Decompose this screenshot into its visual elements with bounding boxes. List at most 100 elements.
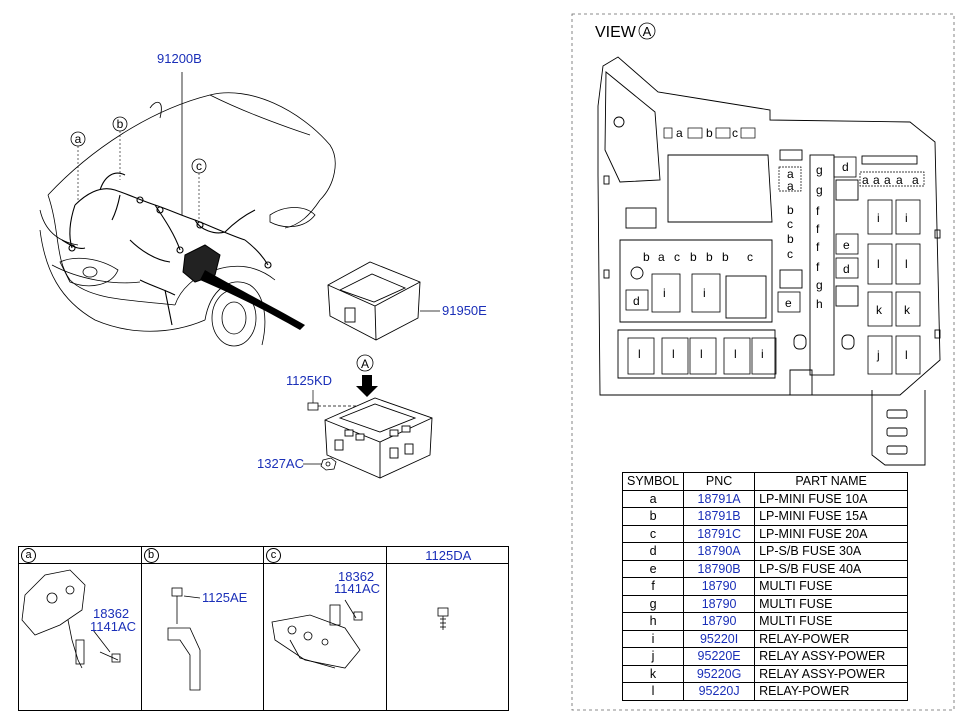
fuse-d-0: d (842, 160, 849, 174)
cover-part-number: 91950E (442, 303, 487, 318)
detail-table-body (18, 563, 509, 711)
detail-table-header: a b c 1125DA (18, 546, 509, 564)
fuse-top-a: a (676, 126, 683, 140)
row-part-name: LP-S/B FUSE 40A (754, 559, 909, 578)
row-symbol: f (621, 577, 685, 596)
detail-c-circle: c (266, 547, 281, 563)
row-pnc[interactable]: 18790A (683, 542, 756, 561)
rt-a-0: a (862, 173, 869, 187)
row-symbol: d (621, 542, 685, 561)
multi-fuse-column: g g f f f f g h (816, 163, 823, 311)
row-symbol: a (621, 489, 685, 508)
detail-header-a: a (18, 546, 142, 564)
parts-table-header: SYMBOL PNC PART NAME (621, 472, 909, 491)
row-pnc[interactable]: 18790B (683, 559, 756, 578)
harness-part-number: 91200B (157, 51, 202, 66)
small-fuse-1: a (658, 250, 665, 264)
relay-l-1: l (672, 347, 675, 361)
row-part-name: LP-S/B FUSE 30A (754, 542, 909, 561)
fuse-d-2: d (633, 294, 640, 308)
row-part-name: MULTI FUSE (754, 577, 909, 596)
detail-header-c: c (263, 546, 387, 564)
callout-b: b (112, 116, 128, 180)
row-symbol: i (621, 629, 685, 648)
small-fuse-2: c (674, 250, 680, 264)
view-a-circle (638, 22, 656, 40)
row-pnc[interactable]: 95220I (683, 629, 756, 648)
small-fuse-0: b (643, 250, 650, 264)
relay-l-5: l (905, 257, 908, 271)
rt-a-3: a (896, 173, 903, 187)
pointer-sweep (200, 270, 305, 330)
detail-1125da-label: 1125DA (425, 547, 472, 563)
slot-stack: a a b c b c (778, 166, 802, 261)
small-fuse-4: b (706, 250, 713, 264)
relay-k-0: k (876, 303, 883, 317)
col-letter-5: f (816, 260, 820, 274)
bolt-part-number: 1125KD (286, 373, 332, 388)
relay-i-boxes (651, 199, 921, 375)
row-pnc[interactable]: 95220E (683, 647, 756, 666)
callout-b-label: b (117, 117, 124, 131)
row-symbol: g (621, 594, 685, 613)
row-part-name: RELAY ASSY-POWER (754, 664, 909, 683)
relay-k-j-boxes (867, 291, 921, 375)
col-letter-1: g (816, 183, 823, 197)
row-pnc[interactable]: 18790 (683, 577, 756, 596)
col-letter-3: f (816, 222, 820, 236)
callout-c: c (191, 158, 207, 222)
relay-k-1: k (904, 303, 911, 317)
nut-icon (320, 457, 337, 471)
rt-a-1: a (873, 173, 880, 187)
view-a-title: VIEW (595, 24, 637, 41)
wiring-harness (61, 172, 272, 326)
row-part-name: LP-MINI FUSE 10A (754, 489, 909, 508)
detail-cell-1125da (385, 563, 509, 711)
row-pnc[interactable]: 95220J (683, 682, 756, 701)
col-letter-4: f (816, 240, 820, 254)
row-part-name: RELAY ASSY-POWER (754, 647, 909, 666)
row-pnc[interactable]: 18790 (683, 594, 756, 613)
relay-l-6: l (905, 348, 908, 362)
callout-c-label: c (196, 159, 202, 173)
row-pnc[interactable]: 18791A (683, 489, 756, 508)
right-top-row: a a a a a (859, 171, 925, 187)
col-letter-6: g (816, 278, 823, 292)
fuse-top-row: a b c (663, 126, 756, 140)
fuse-d-e-boxes (625, 156, 859, 313)
view-a-frame (571, 13, 955, 711)
detail-table: a b c 1125DA (18, 546, 509, 711)
row-symbol: h (621, 612, 685, 631)
fuse-box-cover (327, 261, 421, 341)
callout-a-label: a (75, 132, 82, 146)
row-part-name: LP-MINI FUSE 15A (754, 507, 909, 526)
col-letter-2: f (816, 204, 820, 218)
relay-l-boxes (627, 243, 921, 375)
row-symbol: j (621, 647, 685, 666)
row-symbol: b (621, 507, 685, 526)
detail-cell-a (18, 563, 142, 711)
car-front-drawing (39, 92, 336, 347)
row-pnc[interactable]: 95220G (683, 664, 756, 683)
row-pnc[interactable]: 18791B (683, 507, 756, 526)
view-a-marker: A (356, 354, 378, 397)
callout-a: a (70, 131, 86, 200)
detail-header-1125da: 1125DA (385, 546, 509, 564)
stack-0: a (787, 167, 794, 181)
fuse-box-top-view (597, 56, 941, 466)
row-pnc[interactable]: 18791C (683, 524, 756, 543)
row-pnc[interactable]: 18790 (683, 612, 756, 631)
relay-i-3: i (905, 211, 908, 225)
fuse-e-1: e (785, 296, 792, 310)
fuse-e-0: e (843, 238, 850, 252)
fuse-top-c: c (732, 126, 738, 140)
relay-i-4: i (761, 347, 764, 361)
engine-room-fuse-box (182, 244, 221, 283)
